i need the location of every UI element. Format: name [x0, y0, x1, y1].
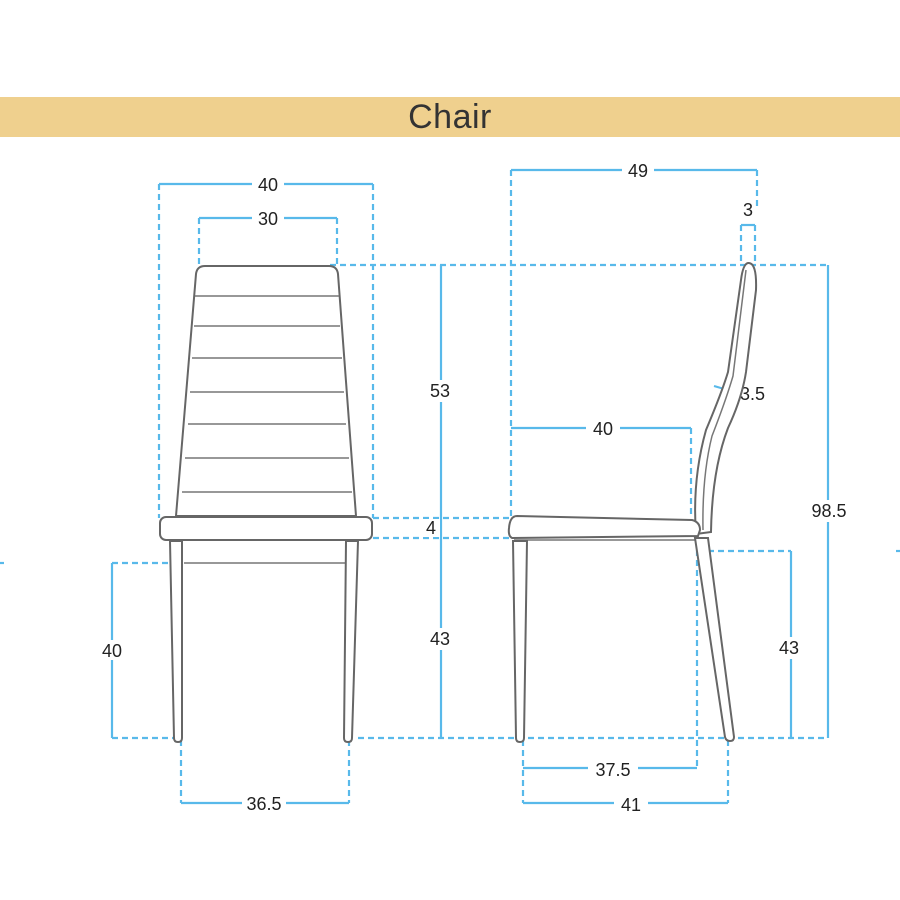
label-bg — [242, 793, 286, 813]
side-seat — [507, 514, 702, 540]
label-bg — [252, 208, 284, 228]
side-seat-height-label: 43 — [779, 638, 799, 658]
title-banner: Chair — [0, 97, 900, 137]
label-bg — [614, 793, 648, 813]
front-right-leg — [342, 540, 360, 744]
label-bg — [252, 174, 284, 194]
outer-leg-span-label: 41 — [621, 795, 641, 815]
back-thickness-label: 3.5 — [740, 384, 765, 404]
side-view-chair — [507, 262, 758, 744]
label-bg — [805, 500, 853, 522]
label-bg — [622, 160, 654, 180]
back-top-thickness-label: 3 — [743, 200, 753, 220]
side-rear-leg — [693, 537, 736, 743]
label-bg — [422, 519, 440, 537]
label-bg — [588, 758, 638, 778]
front-overall-width-label: 40 — [258, 175, 278, 195]
side-depth-label: 49 — [628, 161, 648, 181]
seat-depth-label: 40 — [593, 419, 613, 439]
label-bg — [425, 380, 457, 402]
inner-leg-span-label: 37.5 — [595, 760, 630, 780]
front-seat-height-label: 40 — [102, 641, 122, 661]
total-height-label: 98.5 — [811, 501, 846, 521]
front-seat — [159, 516, 373, 541]
label-bg — [96, 640, 130, 660]
front-view-chair — [159, 265, 373, 744]
page-title: Chair — [408, 98, 492, 136]
leg-height-label: 43 — [430, 629, 450, 649]
seat-thickness-label: 4 — [426, 518, 436, 538]
side-backrest-inner-line — [702, 269, 747, 531]
front-back-width-label: 30 — [258, 209, 278, 229]
label-bg — [586, 418, 620, 438]
label-bg — [774, 637, 808, 659]
side-front-leg — [511, 540, 529, 744]
front-left-leg — [168, 540, 183, 744]
front-leg-span-label: 36.5 — [246, 794, 281, 814]
back-height-label: 53 — [430, 381, 450, 401]
label-bg — [425, 628, 457, 650]
front-backrest — [174, 265, 358, 517]
